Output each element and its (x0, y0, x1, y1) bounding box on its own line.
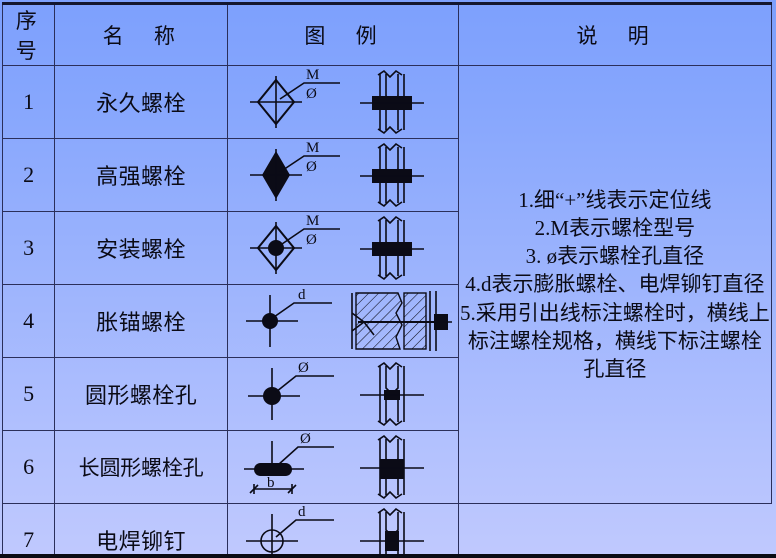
row-number: 3 (1, 211, 56, 285)
header-cell-description: 说 明 (457, 2, 773, 66)
symbol-erection-bolt: M Ø (228, 212, 456, 284)
header-label-symbol: 图 例 (304, 24, 382, 48)
description-cell-spacer (457, 503, 772, 558)
row-name: 高强螺栓 (54, 138, 228, 212)
symbol-label-bottom: b (267, 475, 275, 491)
symbol-permanent-bolt: M Ø (228, 66, 456, 138)
row-number: 7 (1, 503, 56, 558)
row-name: 电焊铆钉 (54, 503, 228, 558)
description-line-4: 4.d表示膨胀螺栓、电焊铆钉直径 (465, 272, 765, 297)
row-name: 胀锚螺栓 (54, 284, 228, 358)
leader-line-icon: M Ø (281, 213, 340, 248)
anchor-section-icon (351, 291, 452, 351)
description-line-3: 3. ø表示螺栓孔直径 (525, 244, 705, 269)
bolt-section-icon (359, 69, 424, 135)
table-header-row: 序号 名 称 图 例 说 明 (1, 2, 773, 66)
symbol-label-top: M (306, 140, 319, 156)
row-symbol-cell: d (226, 503, 459, 558)
row-name: 圆形螺栓孔 (54, 357, 228, 431)
row-symbol-cell: M Ø (226, 65, 459, 139)
row-symbol-cell: Ø (226, 357, 459, 431)
row-name: 永久螺栓 (54, 65, 228, 139)
symbol-label-bottom: Ø (306, 86, 317, 102)
table-row: 7 电焊铆钉 d (1, 503, 772, 558)
symbol-expansion-anchor-bolt: d (228, 285, 456, 357)
row-number: 5 (1, 357, 56, 431)
leader-line-icon: M Ø (279, 140, 340, 175)
dimension-b-icon: b (249, 475, 297, 494)
table-row: 5 圆形螺栓孔 Ø (1, 357, 772, 431)
bolt-section-icon (359, 142, 424, 208)
bottom-edge-band (0, 554, 776, 558)
symbol-label-top: d (298, 287, 306, 303)
header-cell-no: 序号 (1, 2, 56, 66)
leader-line-icon: d (275, 504, 334, 538)
symbol-label-top: M (306, 213, 319, 229)
row-number: 6 (1, 430, 56, 504)
slotted-oval-icon (243, 441, 304, 476)
row-name: 安装螺栓 (54, 211, 228, 285)
symbol-label-bottom: Ø (306, 159, 317, 175)
header-cell-name: 名 称 (54, 2, 228, 66)
diamond-filled-icon (249, 149, 302, 201)
symbol-round-bolt-hole: Ø (228, 358, 456, 430)
table-row: 2 高强螺栓 M Ø (1, 138, 772, 212)
hole-section-icon (359, 434, 424, 500)
filled-circle-crosshair-icon (247, 368, 300, 420)
header-label-name: 名 称 (102, 24, 180, 48)
row-symbol-cell: M Ø (226, 211, 459, 285)
row-symbol-cell: M Ø (226, 138, 459, 212)
row-number: 2 (1, 138, 56, 212)
symbol-label-top: M (306, 67, 319, 83)
symbol-label-top: Ø (300, 431, 311, 447)
description-cell: 1.细“+”线表示定位线 2.M表示螺栓型号 3. ø表示螺栓孔直径 4.d表示… (457, 65, 773, 504)
row-number: 4 (1, 284, 56, 358)
description-line-5: 5.采用引出线标注螺栓时，横线上标注螺栓规格，横线下标注螺栓孔直径 (460, 300, 770, 381)
table-row: 6 长圆形螺栓孔 Ø (1, 430, 772, 504)
diamond-outline-icon (249, 76, 302, 128)
table-row: 4 胀锚螺栓 d (1, 284, 772, 358)
row-name: 长圆形螺栓孔 (54, 430, 228, 504)
row-number: 1 (1, 65, 56, 139)
header-cell-symbol: 图 例 (226, 2, 459, 66)
header-label-no: 序号 (15, 9, 42, 63)
hole-section-icon (359, 361, 424, 427)
table-row: 1 永久螺栓 (1, 65, 773, 504)
symbol-electric-weld-rivet: d (228, 504, 456, 558)
symbol-slotted-bolt-hole: Ø b (228, 431, 456, 503)
row-symbol-cell: d (226, 284, 459, 358)
symbol-label-top: Ø (298, 360, 309, 376)
symbol-label-bottom: Ø (306, 232, 317, 248)
leader-line-icon: d (273, 287, 332, 318)
dot-crosshair-icon (245, 295, 298, 347)
leader-line-icon: Ø (275, 360, 334, 393)
diamond-dot-icon (249, 222, 302, 274)
symbol-label-top: d (298, 504, 306, 520)
header-label-description: 说 明 (576, 24, 654, 48)
rivet-section-icon (359, 507, 424, 558)
leader-line-icon: Ø (277, 431, 334, 466)
leader-line-icon: M Ø (279, 67, 340, 102)
description-line-2: 2.M表示螺栓型号 (534, 216, 696, 241)
symbol-high-strength-bolt: M Ø (228, 139, 456, 211)
row-symbol-cell: Ø b (226, 430, 459, 504)
description-line-1: 1.细“+”线表示定位线 (518, 188, 712, 213)
bolt-section-icon (359, 215, 424, 281)
hollow-circle-crosshair-icon (245, 514, 298, 558)
